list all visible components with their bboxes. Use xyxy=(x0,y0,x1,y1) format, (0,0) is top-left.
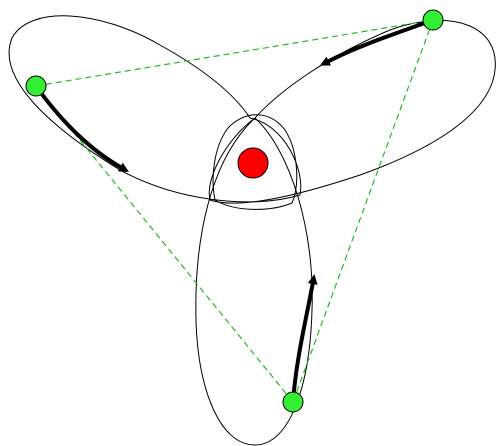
satellite-left xyxy=(26,76,46,96)
satellite-top-right xyxy=(423,10,443,30)
motion-arrows xyxy=(36,20,433,402)
central-body xyxy=(238,148,268,178)
bodies xyxy=(26,10,443,412)
arrow-top-right-satellite xyxy=(327,20,433,62)
triangle-edge-top xyxy=(36,20,433,86)
satellite-bottom xyxy=(283,392,303,412)
dashed-triangle xyxy=(36,20,433,402)
triangle-edge-right xyxy=(293,20,433,402)
arrow-left-satellite xyxy=(36,86,122,168)
orbits xyxy=(9,16,495,445)
